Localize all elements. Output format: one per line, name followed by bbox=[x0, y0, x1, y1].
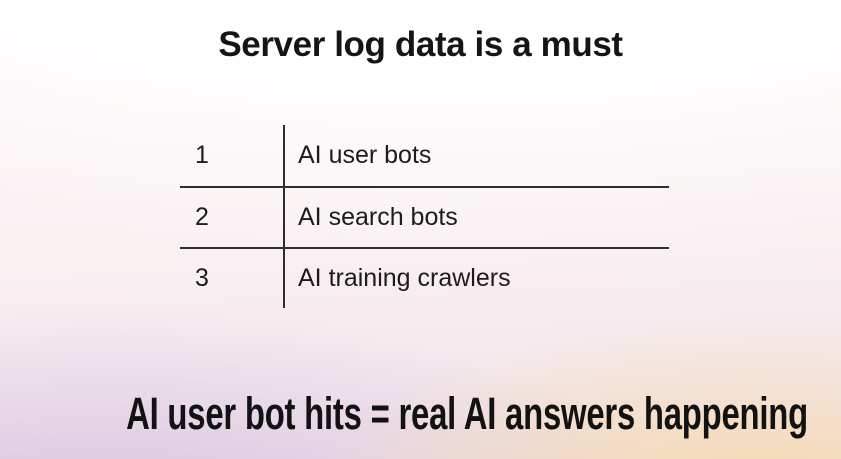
table-row: 1 AI user bots bbox=[180, 125, 669, 186]
caption: AI user bot hits = real AI answers happe… bbox=[0, 388, 841, 440]
slide-title: Server log data is a must bbox=[218, 25, 623, 64]
row-label: AI training crawlers bbox=[298, 264, 511, 292]
row-number: 1 bbox=[180, 125, 285, 186]
row-label: AI search bots bbox=[298, 203, 458, 231]
table-row: 3 AI training crawlers bbox=[180, 247, 669, 308]
table-row: 2 AI search bots bbox=[180, 186, 669, 247]
row-label: AI user bots bbox=[298, 141, 432, 169]
caption-text: AI user bot hits = real AI answers happe… bbox=[126, 388, 809, 439]
row-number: 3 bbox=[180, 249, 285, 308]
row-number: 2 bbox=[180, 188, 285, 247]
bot-types-table: 1 AI user bots 2 AI search bots 3 AI tra… bbox=[180, 125, 669, 308]
